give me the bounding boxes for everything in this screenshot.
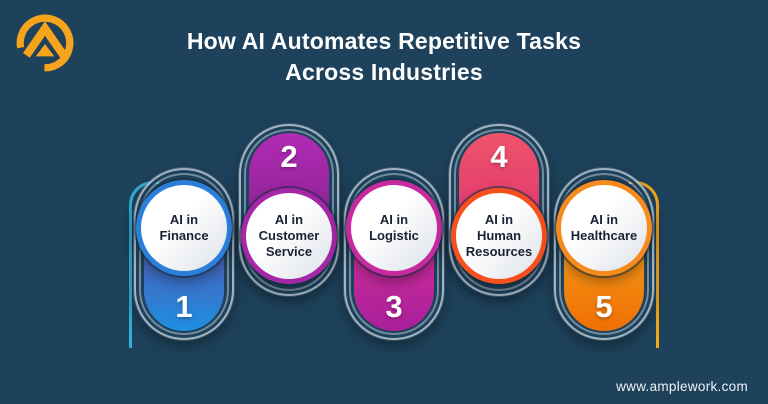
capsule-track: [449, 124, 549, 296]
page-title: How AI Automates Repetitive Tasks Across…: [0, 26, 768, 88]
step-circle: AI in Finance: [136, 180, 232, 276]
step-circle: AI in Human Resources: [451, 188, 547, 284]
step-label: AI in Logistic: [369, 211, 419, 243]
capsule-track: [554, 168, 654, 340]
step-capsule-human-resources: 4 AI in Human Resources: [449, 124, 549, 296]
step-capsule-healthcare: 5 AI in Healthcare: [554, 168, 654, 340]
capsule-track: [239, 124, 339, 296]
capsule-track: [134, 168, 234, 340]
step-label: AI in Customer Service: [258, 211, 320, 260]
accent-line-left: [129, 181, 159, 348]
amplework-logo-icon: [14, 12, 76, 74]
website-url: www.amplework.com: [616, 379, 748, 394]
step-capsule-finance: 1 AI in Finance: [134, 168, 234, 340]
step-label: AI in Healthcare: [570, 211, 638, 243]
step-number: 5: [595, 289, 613, 324]
step-number: 1: [175, 289, 193, 324]
step-capsule-customer-service: 2 AI in Customer Service: [239, 124, 339, 296]
step-circle: AI in Customer Service: [241, 188, 337, 284]
page-title-line1: How AI Automates Repetitive Tasks: [186, 28, 582, 54]
step-circle: AI in Logistic: [346, 180, 442, 276]
page-title-line2: Across Industries: [285, 59, 483, 86]
capsule-track: [344, 168, 444, 340]
step-number: 2: [280, 139, 298, 174]
step-capsule-logistic: 3 AI in Logistic: [344, 168, 444, 340]
step-label: AI in Finance: [159, 211, 209, 243]
step-circle: AI in Healthcare: [556, 180, 652, 276]
accent-line-right: [629, 181, 659, 348]
step-label: AI in Human Resources: [465, 211, 533, 260]
step-number: 3: [385, 289, 403, 324]
step-number: 4: [490, 139, 508, 174]
